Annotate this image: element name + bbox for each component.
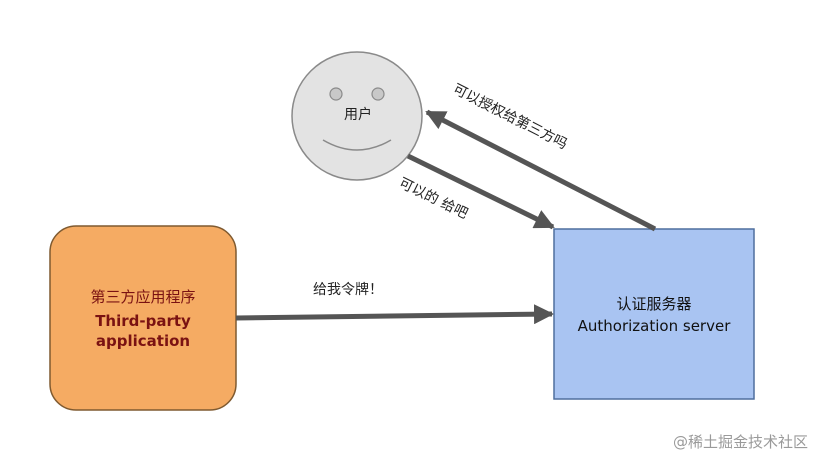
arrow-app-to-server-line xyxy=(235,304,554,325)
server-label-cn: 认证服务器 xyxy=(616,295,691,313)
user-smile xyxy=(322,139,392,151)
server-label-en: Authorization server xyxy=(578,317,732,335)
arrow-app-to-server: 给我令牌！ xyxy=(235,281,554,325)
user-label: 用户 xyxy=(344,106,372,123)
watermark: @稀土掘金技术社区 xyxy=(673,433,808,451)
app-label-en-2: application xyxy=(96,332,190,350)
arrow-app-to-server-label: 给我令牌！ xyxy=(313,281,383,298)
arrow-user-to-server-line xyxy=(406,153,555,230)
app-label-en-1: Third-party xyxy=(95,312,191,330)
app-node: 第三方应用程序 Third-party application xyxy=(49,225,237,411)
user-face xyxy=(291,51,423,181)
user-right-eye xyxy=(371,87,385,101)
app-label-cn: 第三方应用程序 xyxy=(90,288,195,306)
arrow-server-to-user-line xyxy=(425,109,657,232)
arrow-server-to-user-label: 可以授权给第三方吗 xyxy=(450,80,570,152)
user-left-eye xyxy=(329,87,343,101)
server-node: 认证服务器 Authorization server xyxy=(553,228,755,400)
server-box xyxy=(553,228,755,400)
user-node: 用户 xyxy=(291,51,423,181)
